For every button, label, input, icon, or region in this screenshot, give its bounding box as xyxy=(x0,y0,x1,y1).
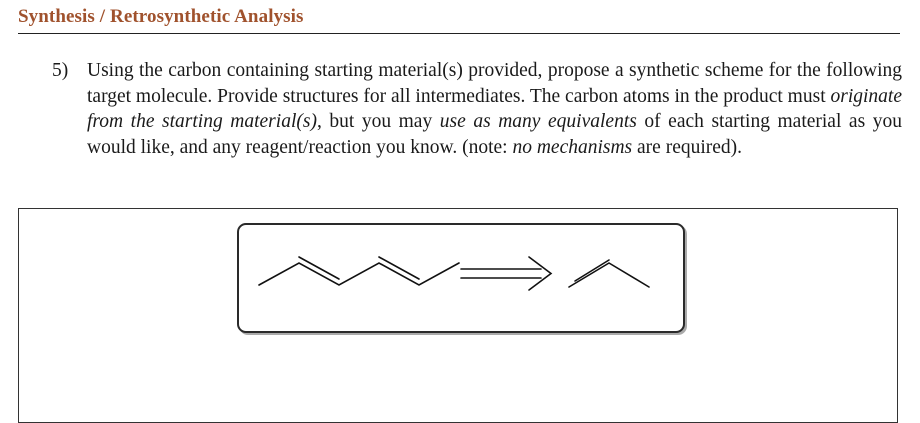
question-text-part3: of each starting material as you would l… xyxy=(87,111,902,158)
question-text-italic1: originate from the starting material(s) xyxy=(87,85,902,133)
question-text-italic2: use as many equivalents xyxy=(439,111,637,132)
question-text: Using the carbon containing starting mat… xyxy=(87,58,902,160)
question-text-part1: Using the carbon containing starting mat… xyxy=(87,60,902,107)
question-text-part2: , but you may xyxy=(316,111,440,132)
retrosynthesis-scheme xyxy=(237,223,685,333)
title-divider xyxy=(18,33,900,34)
question-text-part4: are required). xyxy=(632,136,743,158)
question-text-italic3: no mechanisms xyxy=(512,136,633,158)
section-title: Synthesis / Retrosynthetic Analysis xyxy=(18,6,304,27)
question-number: 5) xyxy=(52,60,69,81)
retrosynthetic-arrow xyxy=(460,256,553,291)
starting-material-structure xyxy=(568,259,650,288)
target-molecule-structure xyxy=(258,256,460,286)
